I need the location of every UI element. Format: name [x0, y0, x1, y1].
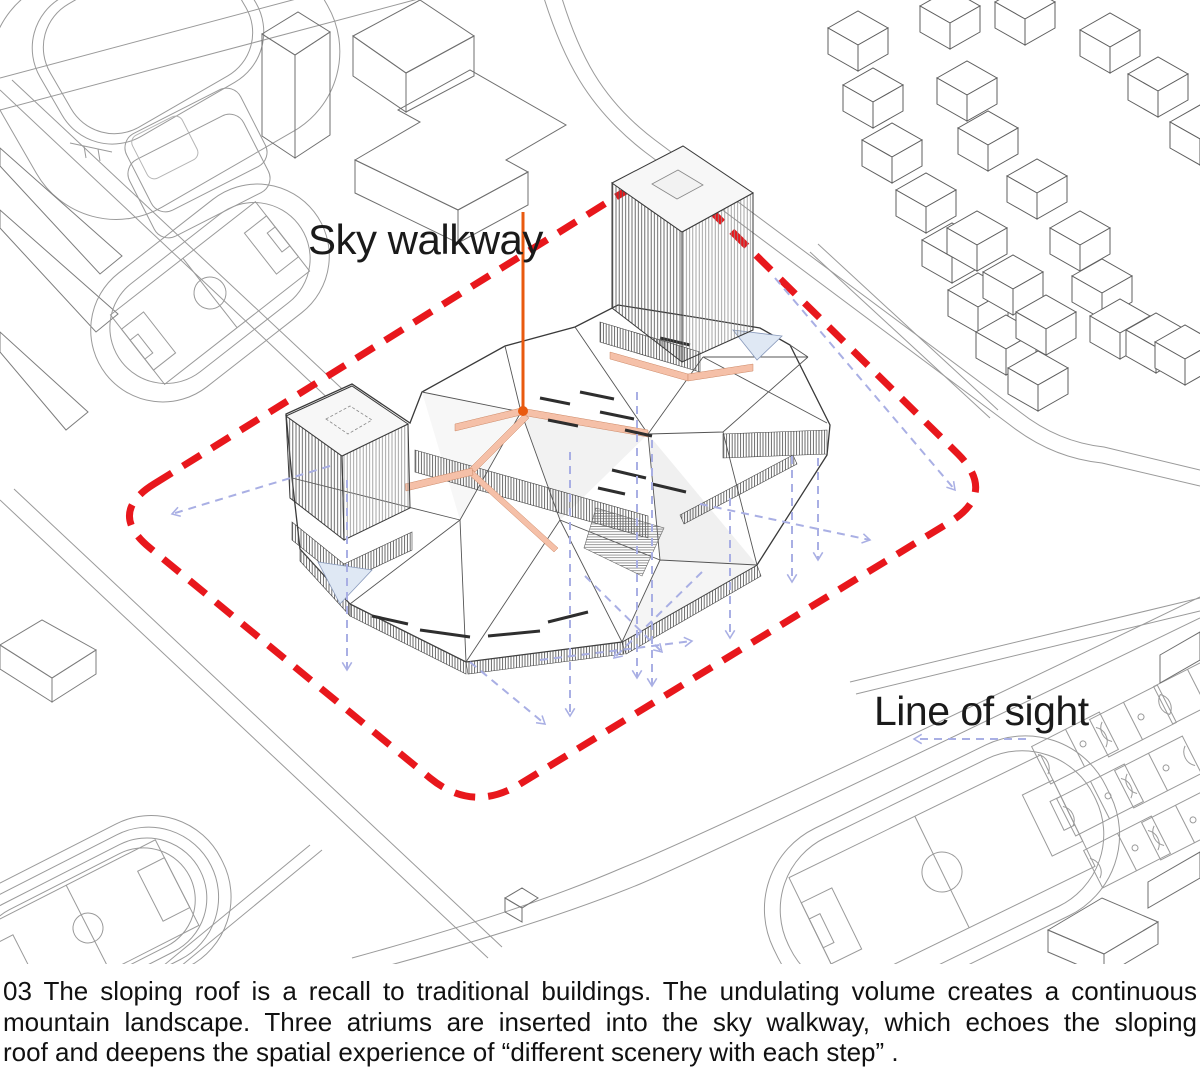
caption-line-1: 03 The sloping roof is a recall to tradi…	[3, 976, 1197, 1006]
left-slab-buildings	[0, 147, 123, 431]
slab-bottomleft	[0, 619, 97, 703]
building-complex	[285, 145, 831, 675]
track-field-topleft	[90, 183, 330, 403]
track-field-bottomright	[763, 735, 1121, 1009]
line-of-sight-arrows	[170, 277, 1026, 745]
cube-houses	[827, 0, 1200, 412]
atrium-triangles	[317, 329, 783, 605]
tower-w-roof-box	[325, 405, 373, 435]
caption-line-3: roof and deepens the spatial experience …	[3, 1037, 899, 1067]
stadium	[0, 0, 341, 220]
sky-walkway-leader	[518, 212, 528, 416]
leader-dot	[518, 406, 528, 416]
caption-block: 03 The sloping roof is a recall to tradi…	[0, 964, 1200, 1073]
tower-ne-roof-box	[651, 169, 704, 200]
tower-northeast	[611, 145, 754, 364]
tower-slab-block	[261, 11, 331, 159]
sky-walkway-label: Sky walkway	[308, 216, 543, 263]
tower-west	[285, 385, 411, 542]
line-of-sight-label: Line of sight	[874, 688, 1089, 734]
rounded-building	[124, 87, 271, 239]
terraced-steps	[583, 507, 665, 577]
slabs-bottomright	[504, 631, 1200, 977]
box-building	[352, 0, 475, 113]
caption-line-2: mountain landscape. Three atriums are in…	[3, 1006, 1197, 1037]
road-network	[0, 0, 1200, 981]
sky-walkway-strips	[404, 351, 754, 553]
s-shaped-building	[353, 69, 567, 244]
